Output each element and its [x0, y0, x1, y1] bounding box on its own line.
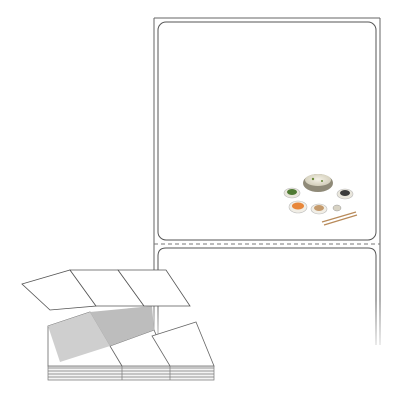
orange-food: [292, 202, 304, 210]
food-bowls-icon: [283, 174, 358, 226]
fold-shadow: [90, 306, 154, 346]
label-next: [157, 247, 377, 345]
unfolded-row: [21, 269, 191, 311]
beige-food: [314, 205, 324, 211]
small-cup: [332, 204, 342, 212]
fold-shadows: [48, 306, 154, 362]
soup-garnish: [311, 177, 315, 181]
unfolded-label: [117, 269, 191, 307]
chopstick: [321, 211, 357, 223]
chopstick: [323, 214, 358, 226]
dark-food: [340, 190, 350, 196]
soup-garnish: [321, 180, 323, 182]
stack-label: [151, 321, 215, 367]
soup-surface: [305, 174, 331, 186]
label-main: [157, 21, 377, 241]
greens-food: [287, 189, 297, 195]
fanfold-stack: [21, 269, 215, 381]
stack-layers: [47, 365, 215, 381]
fold-shadow: [48, 312, 110, 362]
